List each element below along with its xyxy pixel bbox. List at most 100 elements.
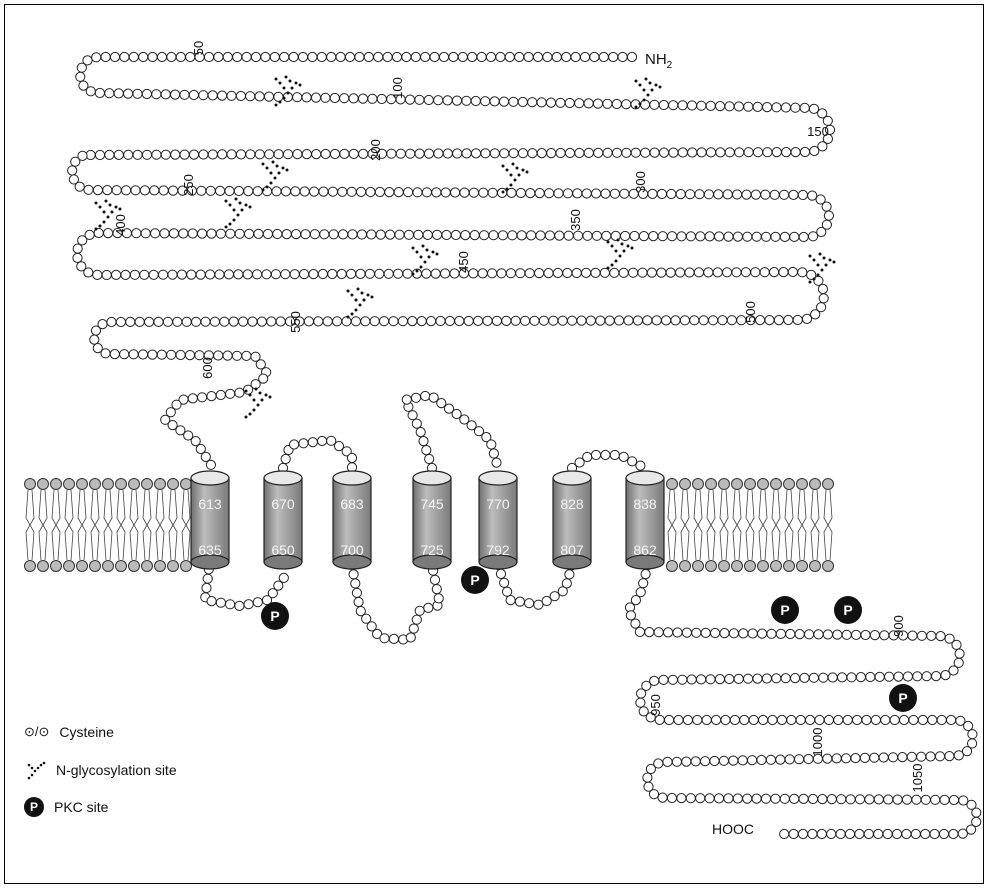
residue [430,575,439,584]
lipid-head [745,479,756,490]
residue [411,52,420,61]
residue [189,90,198,99]
residue [348,230,357,239]
lipid-tail [785,490,793,560]
residue [300,270,309,279]
residue [492,458,501,467]
residue [264,92,273,101]
residue [637,689,646,698]
residue [763,103,772,112]
lipid-head [103,561,114,572]
lipid-head [90,479,101,490]
residue [443,149,452,158]
residue [283,150,292,159]
residue [609,52,618,61]
residue [139,52,148,61]
residue [591,450,600,459]
residue [748,756,757,765]
residue [518,97,527,106]
residue [180,90,189,99]
n-terminus-label: NH2 [645,51,673,71]
lipid-head [693,561,704,572]
residue [406,633,415,642]
lipid-head [810,561,821,572]
residue [937,715,946,724]
residue [809,673,818,682]
residue [216,598,225,607]
residue [180,150,189,159]
residue [928,715,937,724]
residue [744,674,753,683]
residue [216,186,225,195]
residue [646,764,655,773]
residue [822,202,831,211]
lipid-head [797,479,808,490]
residue [705,794,714,803]
residue [730,715,739,724]
residue [855,829,864,838]
residue [434,149,443,158]
residue [618,52,627,61]
helix-top-cap [413,471,451,485]
residue [152,150,161,159]
residue [384,269,393,278]
residue [648,189,657,198]
residue [207,229,216,238]
helix-start-number: 828 [560,496,584,512]
residue [411,393,420,402]
residue [364,52,373,61]
residue [544,269,553,278]
residue [945,752,954,761]
residue [91,326,100,335]
residue [952,640,961,649]
residue [345,52,354,61]
residue [871,715,880,724]
residue [590,52,599,61]
residue [370,317,379,326]
residue [852,630,861,639]
residue [197,186,206,195]
residue [818,795,827,804]
residue [734,102,743,111]
residue [592,189,601,198]
residue [779,268,788,277]
residue [699,316,708,325]
residue [396,149,405,158]
residue [647,268,656,277]
lipid-head [129,561,140,572]
residue-number: 900 [891,615,906,637]
residue [545,189,554,198]
residue [586,316,595,325]
residue [490,97,499,106]
residue [518,149,527,158]
residue [795,755,804,764]
residue [229,317,238,326]
residue [800,147,809,156]
residue [851,754,860,763]
residue [525,599,534,608]
residue [511,316,520,325]
residue [227,91,236,100]
residue [751,268,760,277]
residue [664,628,673,637]
residue-number: 400 [113,214,128,236]
residue [880,631,889,640]
residue [645,628,654,637]
residue [827,795,836,804]
residue [659,148,668,157]
residue [84,268,93,277]
residue [725,102,734,111]
residue [546,98,555,107]
residue [101,349,110,358]
residue [724,794,733,803]
residue [234,270,243,279]
residue [672,757,681,766]
residue [555,231,564,240]
residue [347,453,356,462]
lipid-head [51,479,62,490]
residue [357,187,366,196]
residue [145,317,154,326]
residue [208,150,217,159]
residue [458,52,467,61]
residue [86,87,95,96]
